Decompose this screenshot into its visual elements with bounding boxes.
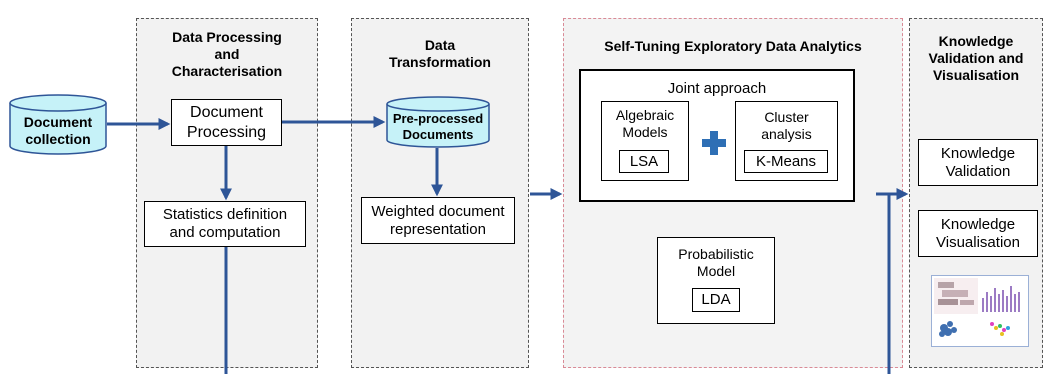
kmeans-box: K-Means [744, 150, 828, 173]
lda-box: LDA [692, 288, 740, 312]
plus-icon [702, 131, 726, 155]
visualization-thumbnail-icon [931, 275, 1029, 347]
panel-title-exploratory-analytics: Self-Tuning Exploratory Data Analytics [604, 38, 862, 54]
knowledge-validation-box: Knowledge Validation [918, 139, 1038, 186]
panel-title-knowledge: Knowledge Validation and Visualisation [928, 33, 1024, 83]
panel-title-data-processing: Data Processing and Characterisation [171, 29, 283, 79]
algebraic-models-label: Algebraic Models [615, 107, 675, 140]
document-collection-cylinder: Document collection [9, 94, 107, 156]
statistics-box: Statistics definition and computation [144, 201, 306, 247]
probabilistic-model-label: Probabilistic Model [678, 246, 754, 279]
joint-approach-label: Joint approach [667, 80, 767, 97]
weighted-representation-box: Weighted document representation [361, 197, 515, 244]
panel-title-data-transformation: Data Transformation [389, 37, 491, 70]
cluster-analysis-label: Cluster analysis [761, 109, 812, 142]
document-processing-box: Document Processing [171, 99, 282, 146]
lsa-box: LSA [619, 150, 669, 173]
preprocessed-documents-cylinder: Pre-processed Documents [386, 96, 490, 148]
knowledge-visualisation-box: Knowledge Visualisation [918, 210, 1038, 257]
document-collection-label: Document collection [23, 114, 93, 147]
preprocessed-documents-label: Pre-processed Documents [392, 111, 484, 142]
